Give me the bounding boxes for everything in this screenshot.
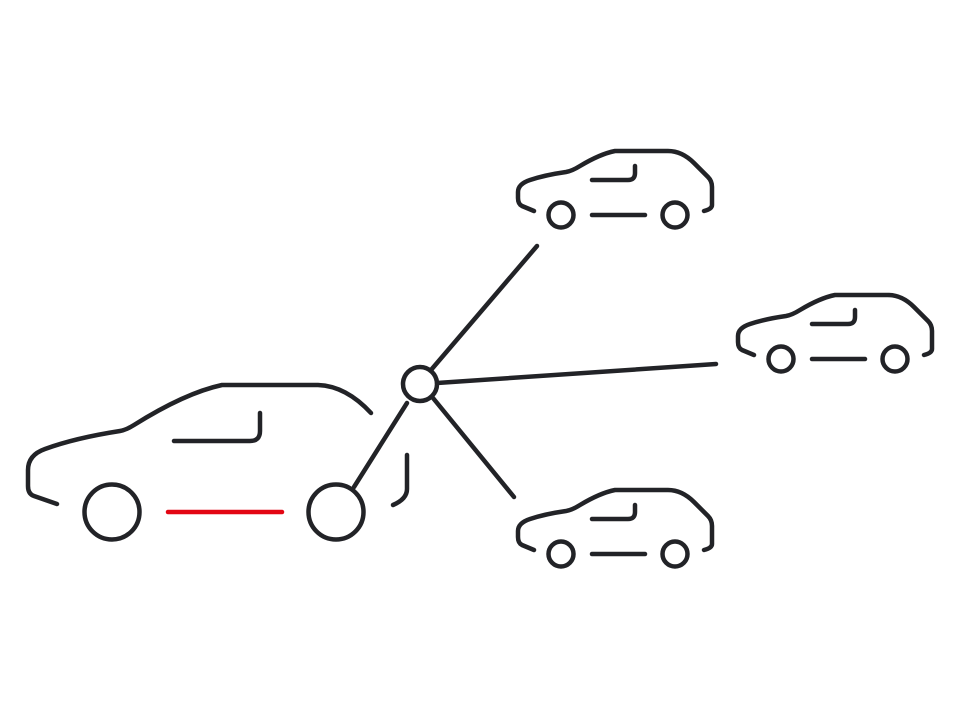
connection-line — [430, 395, 517, 500]
car-icon — [738, 295, 932, 372]
wheel — [306, 482, 366, 542]
connection-lines — [351, 243, 719, 500]
car-icon — [518, 151, 712, 228]
car-icon — [518, 490, 712, 567]
connection-line — [434, 361, 719, 386]
connection-line — [428, 243, 540, 373]
main-car-icon — [25, 382, 410, 542]
connection-line — [351, 400, 410, 490]
wheel — [82, 482, 142, 542]
network-node-icon — [400, 364, 440, 404]
